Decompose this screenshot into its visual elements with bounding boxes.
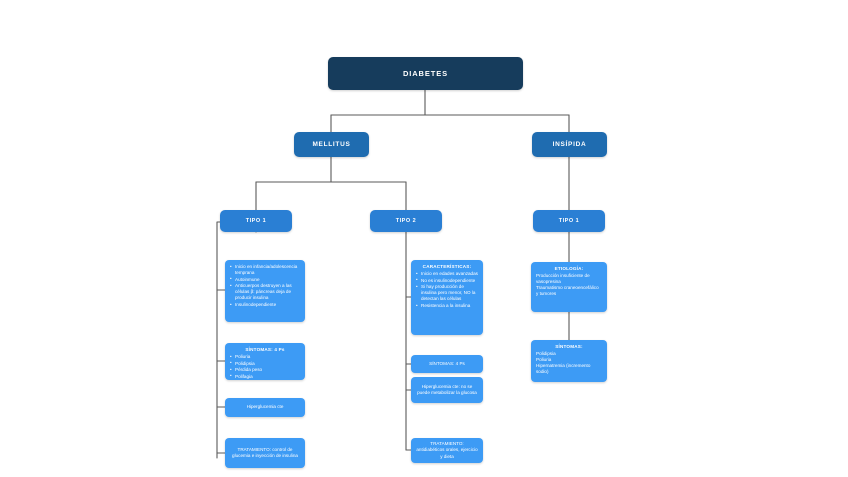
list-item: No es insulinodependiente [416,277,478,284]
node-mellitus-tipo2[interactable]: TIPO 2 [370,210,442,232]
node-mellitus[interactable]: MELLITUS [294,132,369,157]
tipo1-hiperglucemia-text: Hiperglucemia cte [246,404,284,410]
leaf-tipo1-tratamiento[interactable]: TRATAMIENTO: control de glucemia e inyec… [225,438,305,468]
tipo2-tratamiento-text: TRATAMIENTO: antidiabéticos orales, ejer… [416,441,478,459]
leaf-insipida-sintomas[interactable]: SÍNTOMAS: Polidipsia Poliuria Hipernatre… [531,340,607,382]
list-item: Hipernatremia (incremento sodio) [536,363,591,375]
tipo1-sintomas-title: SÍNTOMAS: 4 Ps [245,347,285,352]
node-insipida-label: INSÍPIDA [552,141,587,148]
list-item: Si hay producción de insulina pero menor… [416,284,478,302]
tipo1-tratamiento-text: TRATAMIENTO: control de glucemia e inyec… [232,446,298,458]
node-diabetes-label: DIABETES [402,69,449,78]
node-mellitus-tipo1-label: TIPO 1 [245,218,267,224]
tipo1-sintomas-list: Poliuria Polidipsia Pérdida peso Polifag… [230,354,300,380]
list-item: Polifagia [230,373,300,380]
node-insipida-tipo1[interactable]: TIPO 1 [533,210,605,232]
leaf-tipo1-sintomas[interactable]: SÍNTOMAS: 4 Ps Poliuria Polidipsia Pérdi… [225,343,305,380]
leaf-tipo2-hiperglucemia[interactable]: Hiperglucemia cte: no se puede metaboliz… [411,377,483,403]
list-item: Resistencia a la insulina [416,303,478,309]
list-item: Pérdida peso [230,367,300,373]
leaf-tipo1-caracteristicas[interactable]: Inicio en infancia/adolescencia temprana… [225,260,305,322]
list-item: Inicio en edades avanzadas [416,271,478,277]
insipida-sintomas-list: Polidipsia Poliuria Hipernatremia (incre… [536,351,602,375]
tipo2-hiperglucemia-text: Hiperglucemia cte: no se puede metaboliz… [417,383,477,395]
list-item: Anticuerpos destruyen a las células β: p… [230,283,300,301]
list-item: Polidipsia [230,360,300,367]
tipo2-caracteristicas-list: Inicio en edades avanzadas No es insulin… [416,271,478,309]
insipida-etiologia-list: Producción insuficiente de vasopresina T… [536,273,602,297]
list-item: Inicio en infancia/adolescencia temprana [230,264,300,276]
list-item: Autoinmune [230,276,300,283]
list-item: Traumatismo craneoencefálico y tumores [536,285,599,297]
leaf-tipo1-hiperglucemia[interactable]: Hiperglucemia cte [225,398,305,417]
node-mellitus-tipo1[interactable]: TIPO 1 [220,210,292,232]
leaf-tipo2-sintomas[interactable]: SÍNTOMAS: 4 Ps [411,355,483,373]
tipo2-sintomas-text: SÍNTOMAS: 4 Ps [429,360,465,366]
edge-tipo1-spine [216,221,234,459]
insipida-etiologia-title: ETIOLOGÍA: [554,266,584,271]
insipida-sintomas-title: SÍNTOMAS: [555,344,583,349]
node-mellitus-tipo2-label: TIPO 2 [395,218,417,224]
leaf-tipo2-caracteristicas[interactable]: CARACTERÍSTICAS: Inicio en edades avanza… [411,260,483,335]
leaf-insipida-etiologia[interactable]: ETIOLOGÍA: Producción insuficiente de va… [531,262,607,312]
node-insipida[interactable]: INSÍPIDA [532,132,607,157]
node-diabetes[interactable]: DIABETES [328,57,523,90]
list-item: Poliuria [230,354,300,360]
tipo1-caracteristicas-list: Inicio en infancia/adolescencia temprana… [230,264,300,308]
node-mellitus-label: MELLITUS [312,141,351,148]
tipo2-caracteristicas-title: CARACTERÍSTICAS: [422,264,472,269]
node-insipida-tipo1-label: TIPO 1 [558,218,580,224]
list-item: Insulinodependiente [230,302,300,308]
list-item: Producción insuficiente de vasopresina [536,273,590,285]
leaf-tipo2-tratamiento[interactable]: TRATAMIENTO: antidiabéticos orales, ejer… [411,438,483,463]
list-item: Polidipsia [536,351,556,357]
list-item: Poliuria [536,357,552,363]
